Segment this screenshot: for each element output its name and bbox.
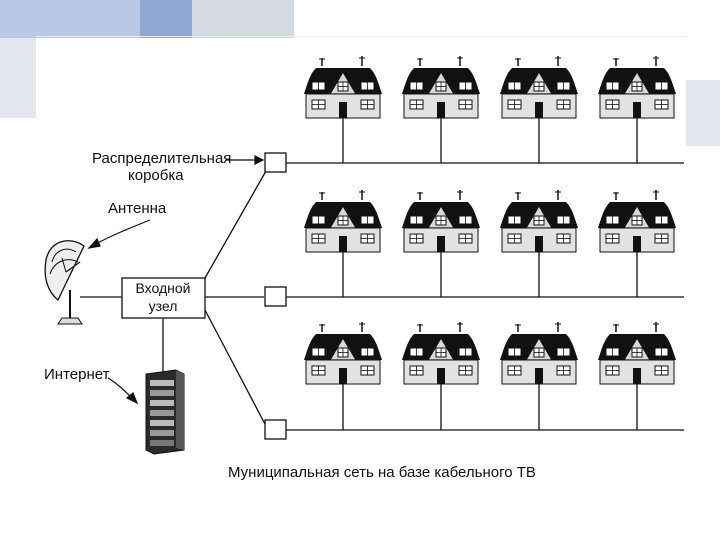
house-row-2	[303, 189, 677, 253]
slide-decor-block-darkblue	[140, 0, 192, 38]
house-icon	[401, 55, 481, 119]
distribution-box-label-line2: коробка	[128, 167, 184, 184]
house-icon	[499, 55, 579, 119]
internet-label: Интернет	[44, 366, 110, 383]
headend-box	[121, 277, 206, 319]
server-rack-icon	[145, 318, 185, 455]
slide-decor-block-gray	[192, 0, 294, 38]
headend-label-line1: Входной	[135, 280, 190, 296]
house-icon	[401, 189, 481, 253]
house-row-3	[303, 321, 677, 385]
house-icon	[499, 189, 579, 253]
junction-box-icon	[264, 419, 287, 440]
slide-decor-line	[36, 36, 686, 37]
house-icon	[303, 55, 383, 119]
house-icon	[499, 321, 579, 385]
cable-lines	[80, 118, 684, 431]
diagram-caption: Муниципальная сеть на базе кабельного ТВ	[228, 464, 536, 481]
junction-box-icon	[264, 152, 287, 173]
house-icon	[597, 321, 677, 385]
satellite-dish-icon	[44, 240, 85, 325]
callout-arrows	[87, 155, 265, 405]
junction-box-icon	[264, 286, 287, 307]
slide-decor-side-gray	[0, 38, 36, 118]
slide-decor-right-strip	[686, 80, 720, 146]
house-icon	[303, 321, 383, 385]
distribution-box-label-line1: Распределительная	[92, 150, 231, 167]
house-icon	[597, 189, 677, 253]
antenna-label: Антенна	[108, 200, 167, 217]
house-row-1	[303, 55, 677, 119]
house-icon	[303, 189, 383, 253]
house-icon	[401, 321, 481, 385]
slide-decor-block-blue	[0, 0, 140, 38]
headend-label-line2: узел	[149, 298, 178, 314]
house-icon	[597, 55, 677, 119]
